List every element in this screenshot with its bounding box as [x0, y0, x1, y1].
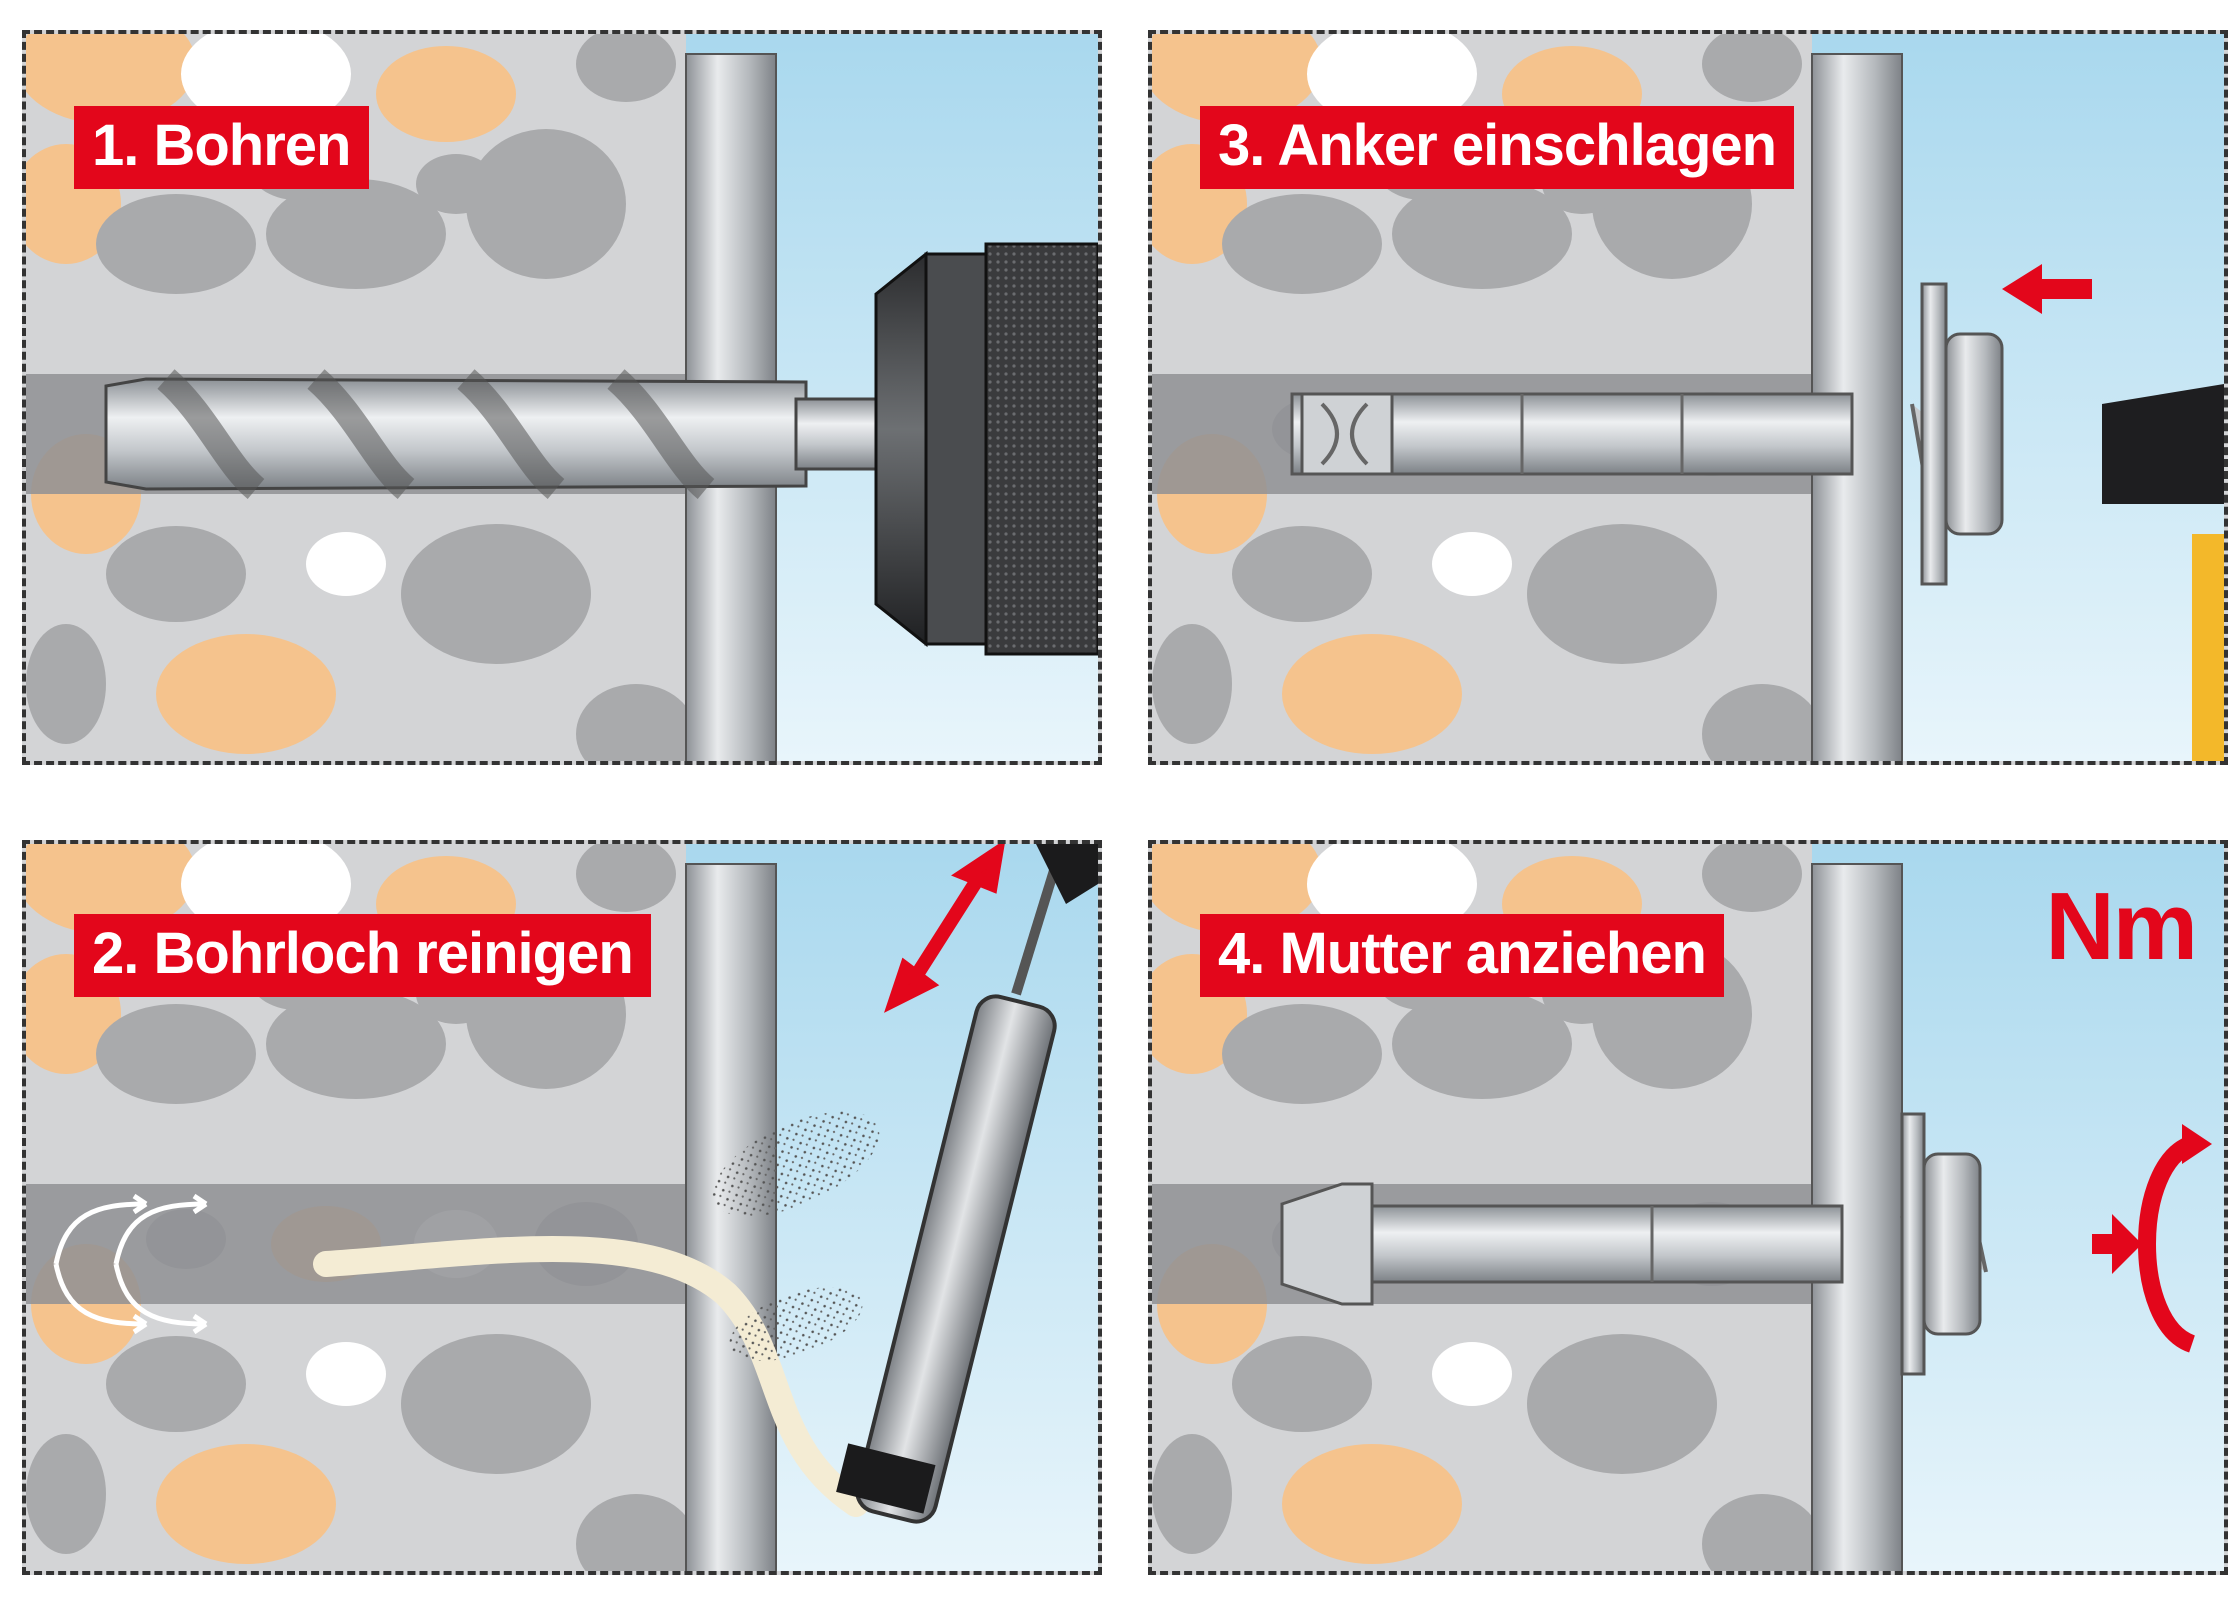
step-3-label: 3. Anker einschlagen	[1200, 106, 1795, 189]
torque-unit-label: Nm	[2045, 873, 2198, 980]
pump-motion-arrow-icon	[884, 844, 1005, 1013]
step-1-panel: 1. Bohren	[22, 30, 1102, 765]
blower-hose-icon	[313, 1236, 869, 1517]
nut-tightening-illustration	[1152, 844, 2224, 1571]
blow-out-pump-icon	[836, 844, 1098, 1524]
drill-bit-icon	[104, 369, 878, 499]
direction-arrow-left-icon	[2002, 264, 2092, 314]
step-1-label: 1. Bohren	[74, 106, 369, 189]
direction-arrow-right-icon	[2092, 1214, 2142, 1274]
anchor-hammering-illustration	[1152, 34, 2224, 761]
drilling-illustration	[26, 34, 1098, 761]
dust-cloud-icon	[712, 1111, 880, 1361]
step-4-label: 4. Mutter anziehen	[1200, 914, 1724, 997]
air-flow-arrows-icon	[53, 1193, 208, 1335]
hole-cleaning-illustration	[26, 844, 1098, 1571]
expanded-anchor-icon	[1280, 1182, 1988, 1306]
step-2-panel: 2. Bohrloch reinigen	[22, 840, 1102, 1575]
drill-chuck-icon	[874, 242, 1098, 656]
rotation-arrow-icon	[2138, 1135, 2196, 1353]
hammer-icon	[2102, 384, 2224, 761]
washer-nut-icon	[1920, 282, 2004, 586]
step-4-panel: 4. Mutter anziehen Nm	[1148, 840, 2228, 1575]
step-3-panel: 3. Anker einschlagen	[1148, 30, 2228, 765]
tightened-nut-icon	[1900, 1112, 1982, 1376]
step-2-label: 2. Bohrloch reinigen	[74, 914, 651, 997]
